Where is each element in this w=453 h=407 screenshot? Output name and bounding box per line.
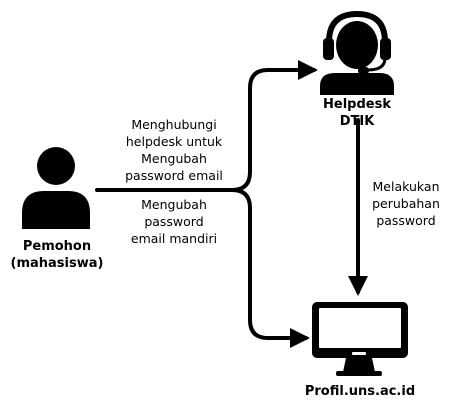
edge-label-line: password email bbox=[125, 168, 223, 183]
helpdesk-label-line1: Helpdesk bbox=[323, 97, 391, 112]
edge-label-line: password bbox=[144, 214, 204, 229]
edge-label-line: helpdesk untuk bbox=[125, 134, 223, 149]
profile-site-label-text: Profil.uns.ac.id bbox=[304, 384, 416, 399]
person-icon bbox=[22, 147, 90, 229]
edge-label-line: Mengubah bbox=[141, 197, 207, 212]
edge-label-helpdesk-to-site: Melakukan perubahan password bbox=[364, 178, 448, 229]
helpdesk-label-line2: DTIK bbox=[339, 114, 375, 129]
requester-label-line2: (mahasiswa) bbox=[10, 256, 104, 271]
edge-label-line: Melakukan bbox=[372, 179, 440, 194]
edge-label-line: perubahan bbox=[372, 196, 440, 211]
edge-label-to-helpdesk: Menghubungi helpdesk untuk Mengubah pass… bbox=[104, 116, 244, 184]
connectors bbox=[95, 60, 368, 348]
helpdesk-label: Helpdesk DTIK bbox=[307, 96, 407, 130]
edge-label-line: Menghubungi bbox=[131, 117, 217, 132]
arrow-to-helpdesk bbox=[230, 60, 318, 192]
edge-label-line: Mengubah bbox=[141, 151, 207, 166]
edge-label-self-service: Mengubah password email mandiri bbox=[104, 196, 244, 247]
headset-support-icon bbox=[320, 10, 394, 95]
profile-site-label: Profil.uns.ac.id bbox=[300, 383, 420, 400]
arrow-to-site bbox=[230, 188, 310, 348]
requester-label-line1: Pemohon bbox=[22, 239, 92, 254]
monitor-icon bbox=[312, 302, 408, 376]
edge-label-line: password bbox=[376, 213, 436, 228]
edge-label-line: email mandiri bbox=[130, 231, 218, 246]
requester-label: Pemohon (mahasiswa) bbox=[0, 238, 114, 272]
